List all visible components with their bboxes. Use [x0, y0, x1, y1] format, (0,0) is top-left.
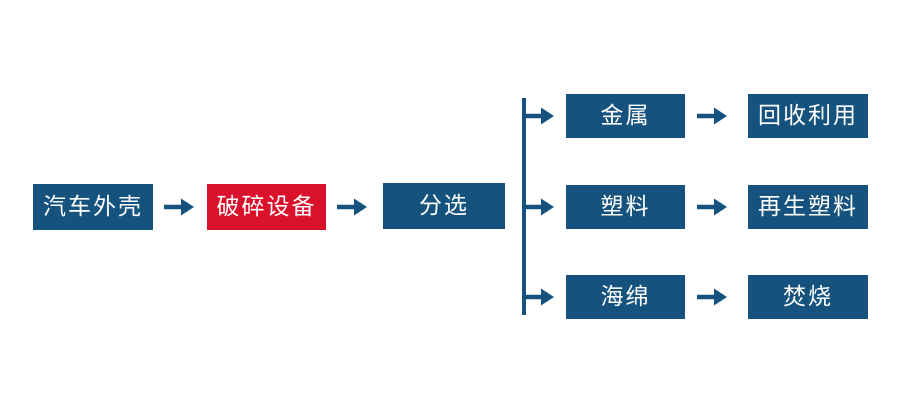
arrow-right-icon	[524, 288, 554, 306]
node-incineration: 焚烧	[748, 275, 868, 319]
arrow-right-icon	[697, 107, 727, 125]
node-sorting: 分选	[383, 183, 505, 229]
node-car-shell: 汽车外壳	[33, 184, 153, 230]
arrow-right-icon	[697, 198, 727, 216]
node-recycling: 回收利用	[748, 94, 868, 138]
node-metal: 金属	[566, 94, 685, 138]
node-sponge: 海绵	[566, 275, 685, 319]
arrow-right-icon	[337, 198, 367, 216]
arrow-right-icon	[524, 107, 554, 125]
arrow-right-icon	[697, 288, 727, 306]
arrow-right-icon	[164, 198, 194, 216]
node-crushing-equipment: 破碎设备	[207, 184, 326, 230]
arrow-right-icon	[524, 198, 554, 216]
node-recycled-plastic: 再生塑料	[748, 185, 868, 229]
node-plastic: 塑料	[566, 185, 685, 229]
